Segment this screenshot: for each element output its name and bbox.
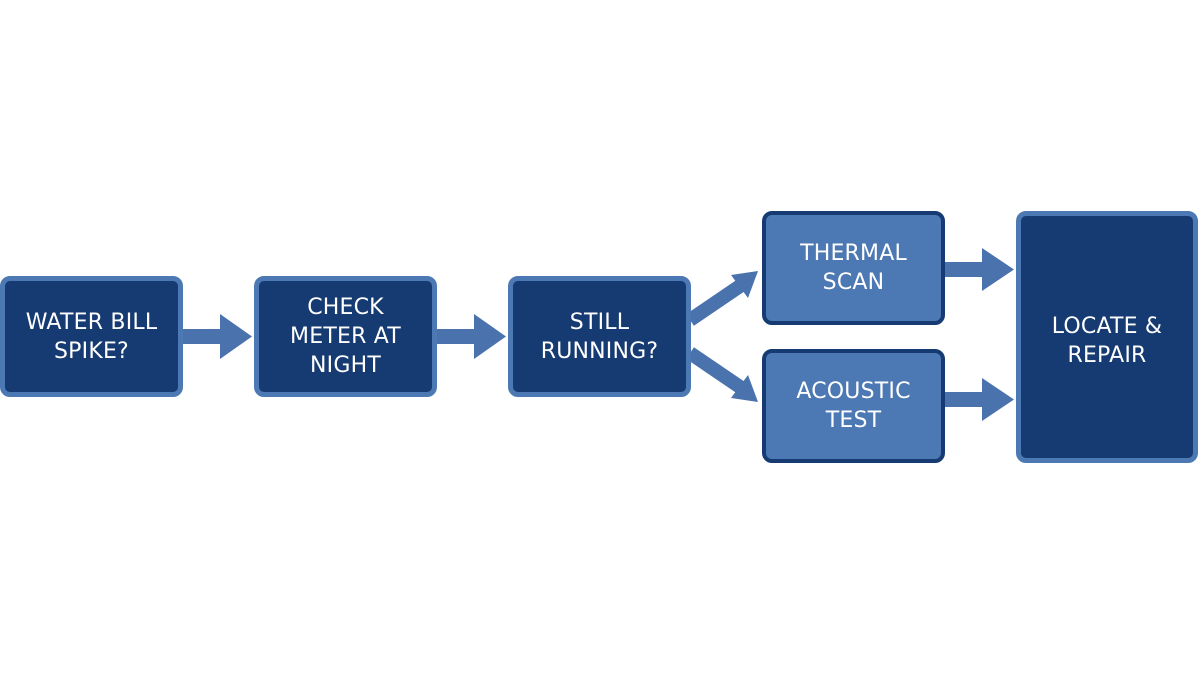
node-locate-and-repair: LOCATE & REPAIR	[1016, 211, 1198, 463]
node-acoustic-test-label: ACOUSTIC TEST	[796, 379, 911, 433]
node-still-running: STILL RUNNING?	[508, 276, 691, 397]
node-locate-and-repair-label: LOCATE & REPAIR	[1051, 314, 1163, 368]
node-still-running-label: STILL RUNNING?	[540, 309, 659, 364]
node-acoustic-test: ACOUSTIC TEST	[762, 349, 945, 463]
node-thermal-scan: THERMAL SCAN	[762, 211, 945, 325]
node-thermal-scan-label: THERMAL SCAN	[800, 241, 907, 295]
arrow-still-running-to-thermal-scan	[686, 271, 758, 326]
arrow-check-meter-to-still-running	[437, 314, 506, 359]
node-water-bill-spike: WATER BILL SPIKE?	[0, 276, 183, 397]
node-check-meter-at-night-label: CHECK METER AT NIGHT	[290, 295, 401, 378]
node-check-meter-at-night: CHECK METER AT NIGHT	[254, 276, 437, 397]
arrow-water-bill-to-check-meter	[183, 314, 252, 359]
arrow-thermal-scan-to-locate-repair	[945, 248, 1014, 291]
arrow-still-running-to-acoustic-test	[686, 347, 758, 402]
arrow-acoustic-test-to-locate-repair	[945, 378, 1014, 421]
node-water-bill-spike-label: WATER BILL SPIKE?	[25, 309, 158, 364]
